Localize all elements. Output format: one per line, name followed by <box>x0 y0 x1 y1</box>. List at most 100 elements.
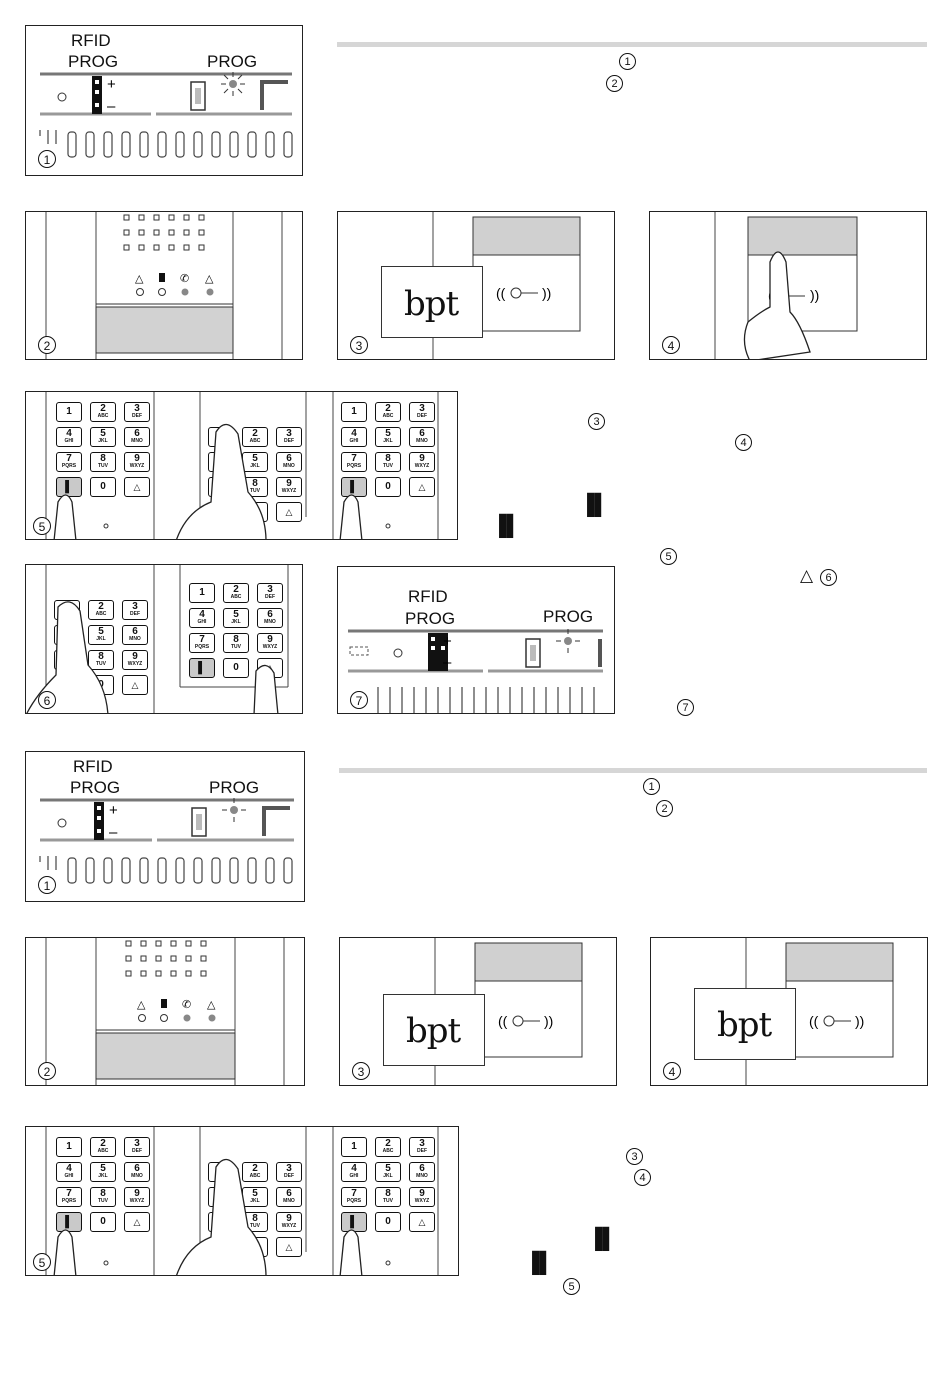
keypad-digit: 6 <box>134 1163 140 1174</box>
keypad-letters: DEF <box>132 1148 142 1154</box>
keypad-digit: 3 <box>419 1138 425 1149</box>
ref-marker-1: 1 <box>619 53 636 70</box>
keypad-digit: 5 <box>385 428 391 439</box>
keypad-digit: 0 <box>385 481 391 492</box>
keypad-letters: MNO <box>131 438 143 444</box>
keypad-letters: ABC <box>382 413 394 419</box>
keypad-digit: 2 <box>233 584 239 595</box>
keypad-letters: ABC <box>97 413 109 419</box>
step-5-badge: 5 <box>33 1253 51 1271</box>
finger-overlay <box>53 423 363 539</box>
keypad-letters: PQRS <box>346 1198 362 1204</box>
keypad-letters: JKL <box>96 636 106 642</box>
svg-text:–: – <box>107 98 116 115</box>
bell-icon: △ <box>124 477 150 497</box>
rfid-prog-label: PROG <box>70 778 121 797</box>
keypad-digit: 1 <box>199 587 205 598</box>
keypad-digit: 7 <box>351 1188 357 1199</box>
keypad-letters: WXYZ <box>414 463 430 469</box>
keypad-digit: 3 <box>419 403 425 414</box>
bpt-logo: bpt <box>406 1011 461 1051</box>
ref-marker-1: 1 <box>643 778 660 795</box>
keypad-digit: 8 <box>100 1188 106 1199</box>
finger-icon <box>743 251 811 359</box>
keypad-digit: 0 <box>233 662 239 673</box>
keypad-digit: 5 <box>98 626 104 637</box>
keypad-key: 1 <box>341 402 367 422</box>
keypad-digit: 6 <box>134 428 140 439</box>
keypad-digit: 2 <box>385 1138 391 1149</box>
svg-text:+: + <box>109 802 118 819</box>
ref-marker-3: 3 <box>626 1148 643 1165</box>
keypad-digit: 1 <box>351 406 357 417</box>
svg-text:((: (( <box>809 1013 819 1029</box>
keypad-digit: 6 <box>286 453 292 464</box>
keypad-digit: 4 <box>66 428 72 439</box>
reader-drawing: (( )) <box>432 212 581 359</box>
keypad-digit: 1 <box>351 1141 357 1152</box>
keypad-letters: DEF <box>130 611 140 617</box>
keypad-letters: JKL <box>383 1173 393 1179</box>
keypad-letters: WXYZ <box>281 488 297 494</box>
keypad-key: 0 <box>223 658 249 678</box>
bell-icon: △ <box>800 566 814 585</box>
keypad-digit: 5 <box>252 1188 258 1199</box>
step-3-badge: 3 <box>350 336 368 354</box>
section-a-divider <box>337 42 927 47</box>
keypad-letters: WXYZ <box>129 1198 145 1204</box>
step-5-badge: 5 <box>33 517 51 535</box>
step-6-badge: 6 <box>38 691 56 709</box>
panel-b1-prog-jumper: RFID PROG PROG + – 1 <box>25 751 305 902</box>
keypad-digit: 4 <box>199 609 205 620</box>
door-key-icon: ▐▌ <box>588 1228 617 1250</box>
keypad-digit: 0 <box>385 1216 391 1227</box>
svg-text:)): )) <box>542 285 551 301</box>
finger-icon <box>53 494 77 539</box>
keypad-letters: PQRS <box>346 463 362 469</box>
finger-icon <box>53 1229 77 1275</box>
finger-overlay <box>53 1158 363 1275</box>
svg-text:△: △ <box>205 273 214 285</box>
keypad-letters: WXYZ <box>127 661 143 667</box>
svg-text:((: (( <box>498 1013 508 1029</box>
keypad-letters: PQRS <box>61 1198 77 1204</box>
ref-marker-5: 5 <box>563 1278 580 1295</box>
board-drawing: + – <box>39 72 293 158</box>
bpt-card <box>381 266 483 338</box>
keypad-letters: GHI <box>64 438 74 444</box>
keypad-digit: 2 <box>252 428 258 439</box>
keypad-letters: DEF <box>284 438 294 444</box>
keypad-digit: 9 <box>286 1213 292 1224</box>
keypad-digit: 8 <box>100 453 106 464</box>
panel-a1-prog-jumper: RFID PROG PROG + – 1 <box>25 25 303 176</box>
keypad-digit: 6 <box>132 626 138 637</box>
bpt-card <box>383 994 485 1066</box>
svg-text:)): )) <box>544 1013 553 1029</box>
svg-text:)): )) <box>810 287 819 303</box>
finger-overlay <box>26 601 279 713</box>
bell-icon: △ <box>409 1212 435 1232</box>
keypad-key: 0 <box>375 1212 401 1232</box>
keypad-digit: 7 <box>66 1188 72 1199</box>
keypad-letters: MNO <box>283 463 295 469</box>
keypad-letters: TUV <box>98 463 108 469</box>
svg-text:)): )) <box>855 1013 864 1029</box>
keypad-letters: JKL <box>250 1198 260 1204</box>
keypad-digit: 8 <box>233 634 239 645</box>
rfid-label: RFID <box>73 757 113 776</box>
